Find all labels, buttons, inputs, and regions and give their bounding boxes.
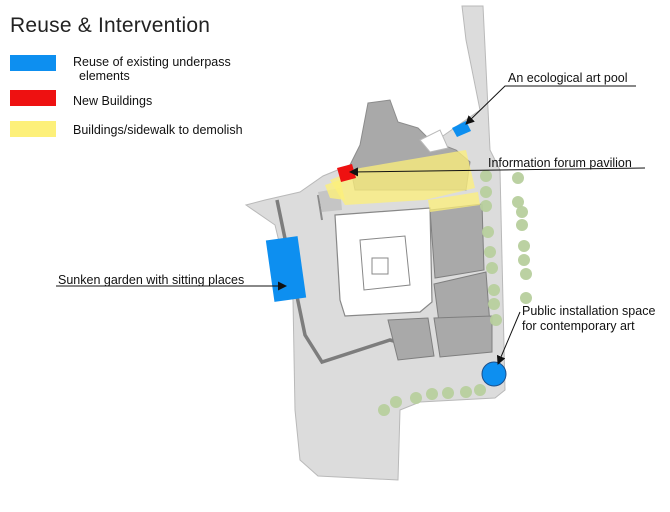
building-east-1 — [429, 203, 485, 279]
leader-art-pool — [465, 85, 636, 125]
tree — [390, 396, 402, 408]
annotation-installation-line2: for contemporary art — [522, 319, 635, 333]
tree — [474, 384, 486, 396]
tree — [482, 226, 494, 238]
legend-swatch-demolish — [10, 121, 56, 137]
tree — [520, 268, 532, 280]
legend-label-reuse: Reuse of existing underpass elements — [73, 55, 231, 83]
tree — [488, 284, 500, 296]
tree — [480, 186, 492, 198]
courtyard-core — [371, 257, 389, 275]
tree — [480, 170, 492, 182]
tree — [512, 172, 524, 184]
leader-forum-pavilion — [349, 167, 646, 177]
annotation-forum-pavilion: Information forum pavilion — [488, 156, 632, 170]
tree — [484, 246, 496, 258]
plaza-strip — [419, 129, 449, 153]
legend-swatch-new-buildings — [10, 90, 56, 106]
legend-swatch-reuse — [10, 55, 56, 71]
reuse-art-pool — [452, 121, 471, 137]
underpass-wall-inner — [317, 194, 323, 221]
tree — [480, 200, 492, 212]
legend-label-new-buildings: New Buildings — [73, 94, 153, 108]
reuse-sunken-garden — [265, 236, 307, 302]
legend-label-reuse-line1: Reuse of existing underpass — [73, 55, 231, 69]
annotation-installation-line1: Public installation space — [522, 304, 656, 318]
legend-label-demolish: Buildings/sidewalk to demolish — [73, 123, 243, 137]
demolish-zone-west — [325, 180, 345, 200]
demolish-zone-main — [330, 150, 475, 205]
reuse-installation-space — [481, 361, 507, 387]
building-south-1 — [387, 317, 435, 361]
tree — [486, 262, 498, 274]
tree — [518, 240, 530, 252]
tree — [516, 219, 528, 231]
tree — [516, 206, 528, 218]
annotation-art-pool: An ecological art pool — [508, 71, 628, 85]
tree — [442, 387, 454, 399]
diagram-title: Reuse & Intervention — [10, 14, 211, 37]
tree — [460, 386, 472, 398]
leader-installation-space — [496, 311, 521, 365]
legend-label-reuse-line2: elements — [79, 69, 130, 83]
tree — [410, 392, 422, 404]
tree — [518, 254, 530, 266]
tree — [378, 404, 390, 416]
tree — [512, 196, 524, 208]
tree — [520, 292, 532, 304]
annotation-sunken-garden: Sunken garden with sitting places — [58, 273, 245, 287]
tree — [426, 388, 438, 400]
tree — [488, 298, 500, 310]
tree-row — [378, 170, 532, 416]
tree — [490, 314, 502, 326]
demolish-zone-east — [428, 192, 480, 212]
building-south-2 — [433, 315, 493, 358]
